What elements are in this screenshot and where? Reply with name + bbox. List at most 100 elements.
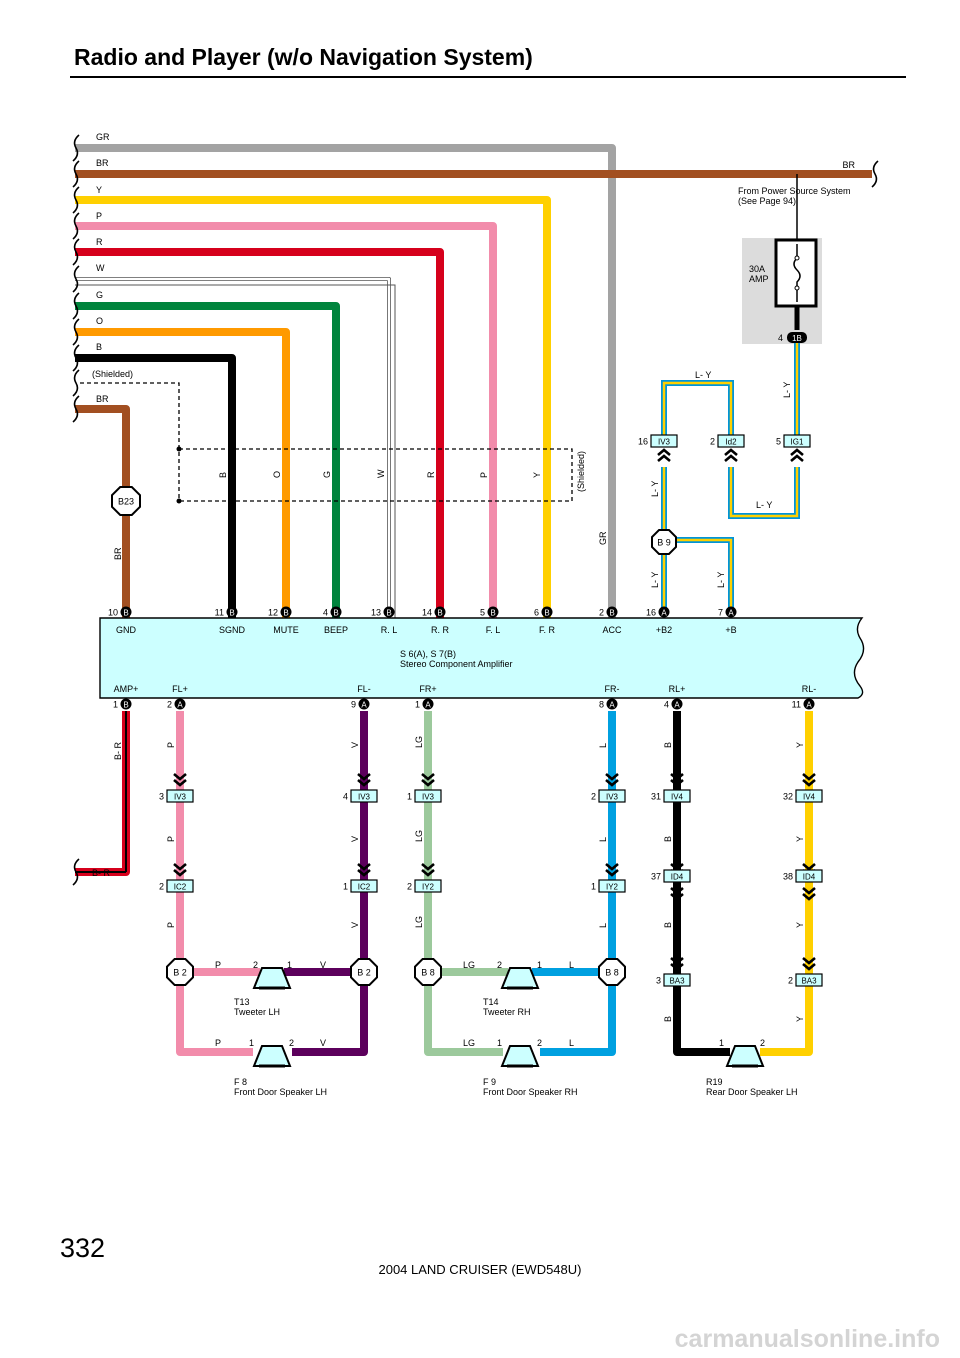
b2-right-octagon [350,958,378,986]
speaker-conn-1-label: IV4 [671,793,684,802]
mid-label-w: W [376,469,386,478]
speaker-chev-2-chevron [173,869,187,877]
dr-rh-wire-l: L [569,1038,574,1048]
ly-conn-id2-label: Id2 [725,438,737,447]
b8-right-label: B 8 [605,968,619,978]
speaker-wire-label: B [663,922,673,928]
speaker-chev-2 [357,863,371,877]
speaker-conn-2-box [414,879,442,893]
wire-fr-plus-door [424,972,503,1056]
amp-terminal-bottom: FR- [605,684,620,694]
speaker-chev-1-chevron [802,773,816,781]
shield-left [80,382,180,501]
speaker-chev-1-chevron [173,773,187,781]
speaker-chev-4-chevron [802,963,816,971]
speaker-conn-1-pin: 4 [343,792,348,802]
wire-fr-minus-door [540,972,616,1056]
b8-left-octagon [414,958,442,986]
speaker-conn-1-pin: 3 [159,792,164,802]
amp-top-pin-dot [330,606,342,618]
speaker-chev-2-chevron [357,863,371,871]
speaker-conn-1-label: IV3 [422,793,435,802]
speaker-conn-2-box [598,879,626,893]
break-mark-left [72,395,80,423]
ly-conn-iv3-pin: 16 [638,437,648,447]
bottom-wire-label: B- R [92,868,111,878]
wire-rl-minus [760,711,813,1056]
speaker-conn-2-pin: 38 [783,872,793,882]
amp-top-pin-letter: A [661,608,667,617]
break-mark-left [72,265,80,293]
amp-terminal-bottom: RL+ [669,684,686,694]
speaker-wire-label: Y [795,1016,805,1022]
fuse-connector-pin: 4 [778,333,783,343]
speaker-chev-1 [605,773,619,787]
tw-lh-pin1: 1 [287,960,292,970]
ly-conn-id2-pin: 2 [710,437,715,447]
wire-y [75,196,551,618]
dr-rh-pin2: 2 [537,1038,542,1048]
amp-top-pin-num: 4 [323,608,328,618]
rr-lh-pin2: 2 [760,1038,765,1048]
page-number: 332 [60,1233,106,1263]
amp-top-pin-num: 2 [599,608,604,618]
amp-top-pin-num: 10 [108,608,118,618]
break-mark-left [72,134,80,162]
wire-rl-plus [673,711,730,1056]
shield-box [179,448,573,502]
speaker-conn-3-pin: 2 [788,976,793,986]
wire-fl-plus-door [176,972,253,1056]
left-wire-label: (Shielded) [92,369,133,379]
speaker-chev-2 [173,863,187,877]
speaker-conn-1-label: IV4 [803,793,816,802]
speaker-wire-label: Y [795,742,805,748]
mid-label-b: B [218,472,228,478]
speaker-conn-1-box [350,789,378,803]
mid-label-br: BR [113,547,123,560]
amp-terminal-top: ACC [602,625,622,635]
speaker-chev-3 [802,887,816,901]
amp-terminal-top: R. L [381,625,398,635]
speaker-conn-3-label: BA3 [669,977,685,986]
tw-lh-pin2: 2 [253,960,258,970]
tw-rh-wire-lg: LG [463,960,475,970]
speaker-chev-2-chevron [670,863,684,871]
amp-bottom-pin-letter: A [177,700,183,709]
rr-lh-pin1: 1 [719,1038,724,1048]
amp-top-pin-num: 14 [422,608,432,618]
speaker-chev-1-chevron [670,779,684,787]
left-wire-label: B [96,342,102,352]
amp-terminal-top: R. R [431,625,450,635]
amp-bottom-pin-dot [606,698,618,710]
speaker-chev-2-chevron [421,863,435,871]
amp-top-pin-letter: B [283,608,288,617]
mid-label-shielded: (Shielded) [576,451,586,492]
b9-label: B 9 [657,538,671,548]
ly-conn-iv3-box [650,434,678,448]
speaker-conn-3-label: BA3 [801,977,817,986]
amp-top-pin-letter: B [229,608,234,617]
speaker-conn-1-box [795,789,823,803]
speaker-chev-4-chevron [670,963,684,971]
speaker-chev-1 [357,773,371,787]
amp-terminal-bottom: FR+ [419,684,436,694]
speaker-wire-label: L [598,837,608,842]
mid-label-g: G [322,471,332,478]
rear-lh-name: Rear Door Speaker LH [706,1087,798,1097]
dr-rh-wire-lg: LG [463,1038,475,1048]
break-mark-left [72,369,80,397]
speaker-chev-1-chevron [670,773,684,781]
speaker-conn-1-pin: 1 [407,792,412,802]
speaker-chev-1-chevron [605,773,619,781]
speaker-conn-2-label: IY2 [422,883,435,892]
speaker-wire-label: P [166,922,176,928]
speaker-chev-1-chevron [357,773,371,781]
speaker-chev-4 [802,957,816,971]
speaker-chev-3-chevron [802,887,816,895]
amp-terminal-top: +B [725,625,736,635]
ly-label-left2: L- Y [650,572,660,588]
b8-right-octagon [598,958,626,986]
break-mark-left [72,292,80,320]
amp-terminal-top: BEEP [324,625,348,635]
ly-label-left1: L- Y [650,481,660,497]
